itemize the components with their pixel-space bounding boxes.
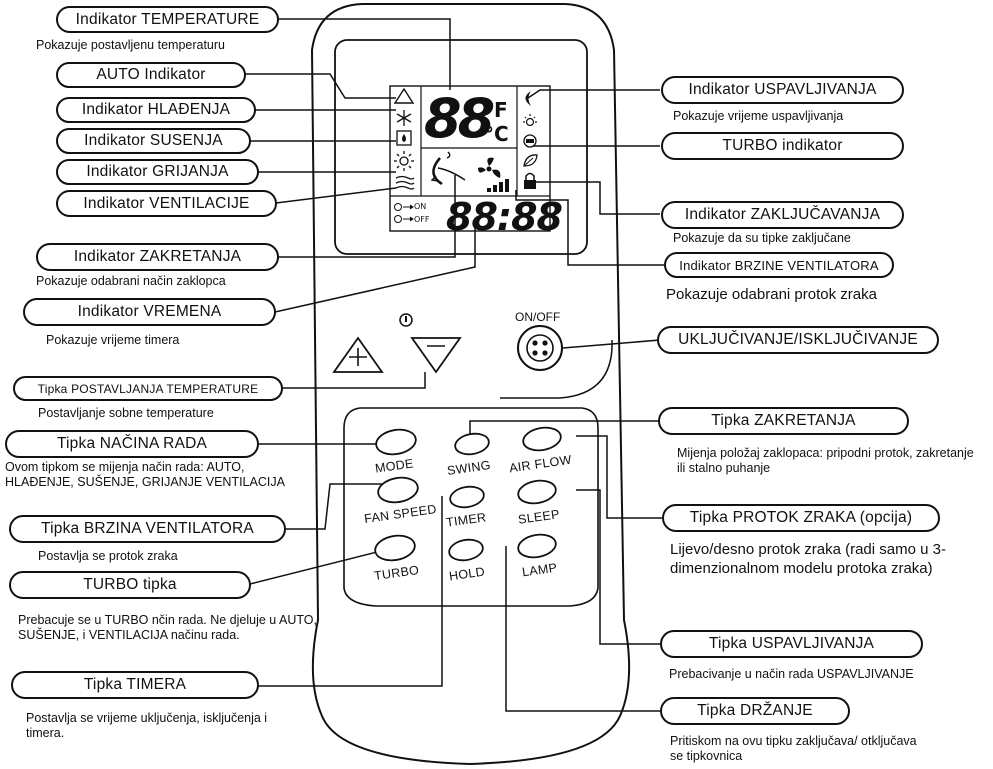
snowflake-icon [396,110,412,126]
dry-icon [396,130,412,146]
callout-time-indicator-desc: Pokazuje vrijeme timera [46,333,180,347]
lcd-display [389,85,551,232]
callout-hold-button-desc: Pritiskom na ovu tipku zaključava/ otklj… [670,734,917,763]
callout-time-indicator: Indikator VREMENA [23,298,276,326]
callout-mode-button-desc: Ovom tipkom se mijenja način rada: AUTO,… [5,460,285,489]
callout-swing-indicator: Indikator ZAKRETANJA [36,243,279,271]
callout-fan-speed-indicator-desc: Pokazuje odabrani protok zraka [666,286,877,303]
mode-button[interactable] [374,427,418,458]
lcd-temperature: 88 [424,87,495,150]
callout-sleep-button-desc: Prebacivanje u način rada USPAVLJIVANJE [669,667,914,681]
callout-mode-button: Tipka NAČINA RADA [5,430,259,458]
clock-icon [394,203,414,223]
swing-button[interactable] [454,431,491,457]
callout-turbo-button-desc: Prebacuje se u TURBO nčin rada. Ne djelu… [18,613,317,642]
callout-air-flow-button: Tipka PROTOK ZRAKA (opcija) [662,504,940,532]
swing-icon [430,151,466,186]
sleep-moon-icon [525,91,531,106]
button-panel [343,407,599,607]
turbo-icon [523,134,537,148]
callout-auto-indicator: AUTO Indikator [56,62,246,88]
leaf-icon [523,154,538,167]
speed-bars-icon [487,179,509,192]
minus-triangle-icon[interactable] [410,337,462,374]
callout-cooling-indicator: Indikator HLAĐENJA [56,97,256,123]
fan-waves-icon [395,175,415,190]
callout-onoff-button: UKLJUČIVANJE/ISKLJUČIVANJE [657,326,939,354]
plus-triangle-icon[interactable] [332,336,384,373]
callout-swing-button: Tipka ZAKRETANJA [658,407,909,435]
callout-lock-indicator-desc: Pokazuje da su tipke zaključane [673,231,851,245]
callout-timer-button-desc: Postavlja se vrijeme uključenja, isključ… [26,711,268,740]
lcd-timer-on: ON [414,202,427,211]
lcd-unit-c: °C [484,122,509,146]
callout-fan-speed-button-desc: Postavlja se protok zraka [38,549,178,563]
fan-icon [478,157,501,178]
turbo-button[interactable] [373,533,417,564]
callout-temperature-indicator: Indikator TEMPERATURE [56,6,279,33]
auto-triangle-icon [393,87,415,104]
onoff-label: ON/OFF [515,310,561,324]
hold-button[interactable] [448,537,485,563]
callout-lock-indicator: Indikator ZAKLJUČAVANJA [661,201,904,229]
lcd-unit-f: °F [484,98,508,122]
callout-hold-button: Tipka DRŽANJE [660,697,850,725]
callout-swing-indicator-desc: Pokazuje odabrani način zaklopca [36,274,226,288]
callout-turbo-indicator: TURBO indikator [661,132,904,160]
callout-air-flow-button-desc: Lijevo/desno protok zraka (radi samo u 3… [670,541,946,577]
callout-heating-indicator: Indikator GRIJANJA [56,159,259,185]
callout-fan-speed-button: Tipka BRZINA VENTILATORA [9,515,286,543]
callout-timer-button: Tipka TIMERA [11,671,259,699]
callout-sleep-button: Tipka USPAVLJIVANJA [660,630,923,658]
callout-temp-set-button: Tipka POSTAVLJANJA TEMPERATURE [13,376,283,401]
timer-button[interactable] [449,484,486,510]
callout-sleep-indicator: Indikator USPAVLJIVANJA [661,76,904,104]
callout-temperature-indicator-desc: Pokazuje postavljenu temperaturu [36,38,226,52]
callout-fan-speed-indicator: Indikator BRZINE VENTILATORA [664,252,894,278]
callout-swing-button-desc: Mijenja položaj zaklopaca: pripodni prot… [677,446,974,475]
callout-drying-indicator: Indikator SUSENJA [56,128,251,154]
lamp-icon [523,114,537,127]
thermometer-icon [399,313,413,327]
callout-temp-set-button-desc: Postavljanje sobne temperature [38,406,214,420]
callout-fan-indicator: Indikator VENTILACIJE [56,190,277,217]
lamp-button[interactable] [516,532,557,560]
lcd-time: 88:88 [446,195,563,239]
callout-sleep-indicator-desc: Pokazuje vrijeme uspavljivanja [673,109,844,123]
air-flow-button[interactable] [521,425,562,453]
lcd-timer-off: OFF [414,215,430,224]
lock-icon [524,172,536,189]
sleep-button[interactable] [516,478,557,506]
sun-icon [394,151,414,171]
callout-turbo-button: TURBO tipka [9,571,251,599]
fan-speed-button[interactable] [376,475,420,506]
